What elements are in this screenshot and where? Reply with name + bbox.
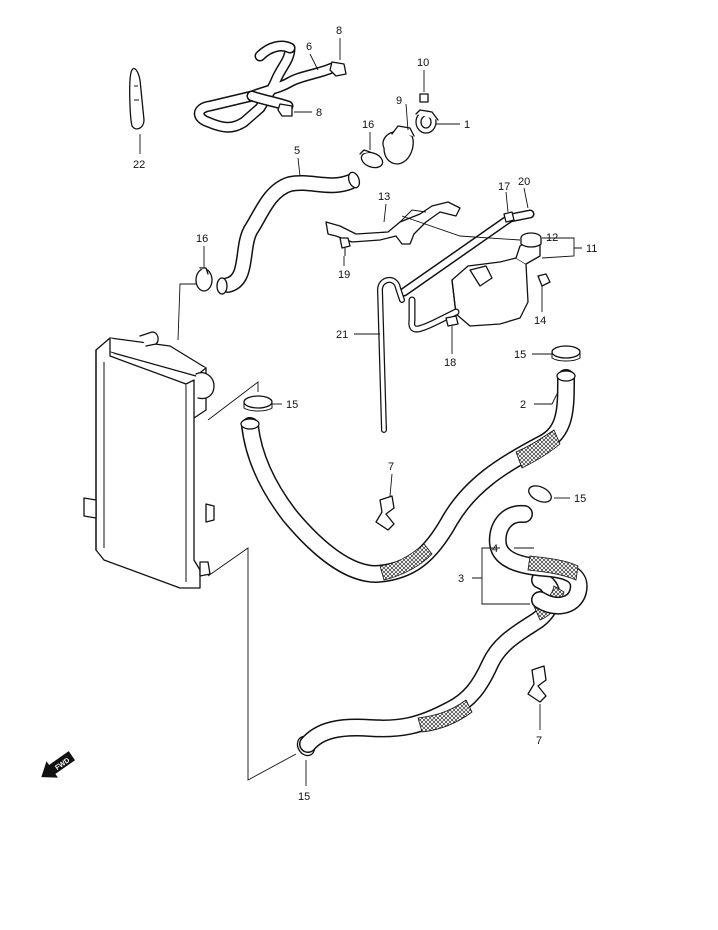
callout-labels: 1 2 3 4 5 6 7 7 8 8 9 10 11 12 13 14 15 … <box>133 25 597 803</box>
callout-15-b: 15 <box>286 399 298 411</box>
callout-2: 2 <box>520 399 526 411</box>
filler-cap-12 <box>520 232 542 248</box>
callout-15-c: 15 <box>574 493 586 505</box>
clamp-16-lower <box>195 267 213 292</box>
hose-2 <box>240 369 576 583</box>
clamp-8-upper <box>329 61 347 77</box>
clamp-15-b <box>243 395 273 412</box>
clip-7-lower <box>527 665 547 703</box>
callout-6: 6 <box>306 41 312 53</box>
leader-lines <box>139 38 582 786</box>
clamp-16-upper <box>359 149 384 169</box>
callout-7-upper: 7 <box>388 461 394 473</box>
callout-9: 9 <box>396 95 402 107</box>
bolt-19 <box>339 237 351 256</box>
callout-13: 13 <box>378 191 390 203</box>
hose-3 <box>299 571 565 753</box>
tube-18 <box>408 296 460 333</box>
callout-8-lower: 8 <box>316 107 322 119</box>
bracket-13 <box>325 201 461 245</box>
callout-8-upper: 8 <box>336 25 342 37</box>
callout-21: 21 <box>336 329 348 341</box>
hose-4 <box>488 504 588 615</box>
radiator <box>83 331 215 589</box>
clamp-8-lower <box>277 103 293 117</box>
overflow-tube-21 <box>377 277 405 433</box>
callout-16-upper: 16 <box>362 119 374 131</box>
callout-11: 11 <box>586 243 597 255</box>
bolt-14 <box>537 273 551 287</box>
callout-22: 22 <box>133 159 145 171</box>
thermostat-housing <box>382 93 439 165</box>
callout-3: 3 <box>458 573 464 585</box>
callout-12: 12 <box>546 232 558 244</box>
callout-17: 17 <box>498 181 510 193</box>
callout-15-d: 15 <box>298 791 310 803</box>
callout-4: 4 <box>492 543 498 555</box>
callout-5: 5 <box>294 145 300 157</box>
callout-16-lower: 16 <box>196 233 208 245</box>
callout-10: 10 <box>417 57 429 69</box>
callout-1: 1 <box>464 119 470 131</box>
clamp-15-c <box>528 485 552 503</box>
bracket-22 <box>129 67 145 130</box>
callout-19: 19 <box>338 269 350 281</box>
clamp-15-a <box>551 345 581 362</box>
callout-7-lower: 7 <box>536 735 542 747</box>
fwd-arrow-icon: FWD <box>41 751 76 778</box>
hose-5 <box>216 171 361 295</box>
screw-17 <box>503 211 515 223</box>
clip-7-upper <box>375 495 395 531</box>
fwd-label: FWD <box>54 757 71 772</box>
callout-14: 14 <box>534 315 546 327</box>
callout-20: 20 <box>518 176 530 188</box>
callout-18: 18 <box>444 357 456 369</box>
callout-15-a: 15 <box>514 349 526 361</box>
